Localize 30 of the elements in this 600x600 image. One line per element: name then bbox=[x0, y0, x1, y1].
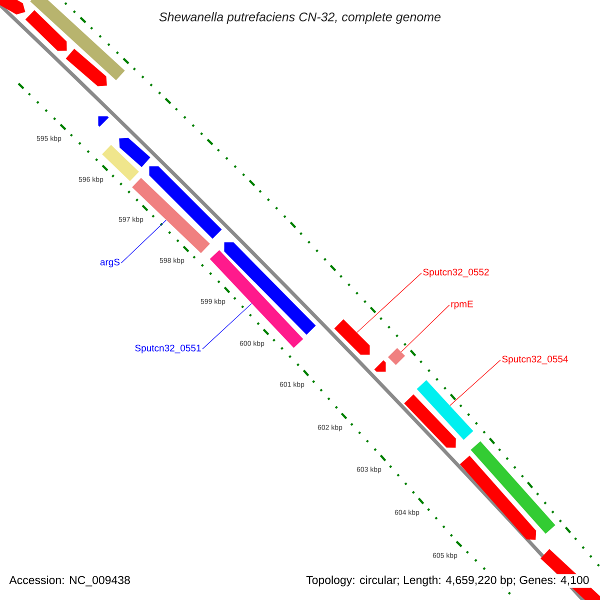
gene-feature bbox=[374, 360, 386, 372]
gene-feature bbox=[66, 48, 107, 86]
gene-label: argS bbox=[100, 258, 120, 268]
accession-text: Accession: NC_009438 bbox=[9, 576, 130, 586]
gene-feature bbox=[98, 116, 109, 127]
gene-feature bbox=[25, 10, 67, 51]
gene-label: Sputcn32_0551 bbox=[135, 344, 201, 354]
gene-feature bbox=[334, 319, 370, 355]
gene-feature bbox=[30, 0, 125, 80]
gene-feature bbox=[149, 166, 222, 239]
leader-line bbox=[450, 360, 501, 406]
leader-line bbox=[356, 272, 422, 333]
gene-feature bbox=[404, 394, 456, 448]
leader-line bbox=[401, 304, 450, 352]
gene-feature bbox=[416, 380, 474, 440]
gene-feature bbox=[460, 456, 536, 540]
title: Shewanella putrefaciens CN-32, complete genome bbox=[159, 12, 441, 24]
gene-feature bbox=[224, 242, 316, 335]
gene-label: Sputcn32_0554 bbox=[502, 356, 568, 364]
gene-feature bbox=[102, 144, 139, 182]
gene-feature bbox=[470, 441, 556, 534]
gene-feature bbox=[132, 178, 210, 254]
gene-feature bbox=[388, 348, 406, 366]
genome-info-text: Topology: circular; Length: 4,659,220 bp; Genes: 4,100 bbox=[304, 574, 591, 588]
gene-feature bbox=[119, 138, 150, 168]
leader-line bbox=[202, 303, 252, 350]
leader-line bbox=[120, 220, 166, 264]
gene-feature bbox=[0, 0, 26, 14]
gene-label: rpmE bbox=[451, 300, 473, 310]
gene-label: Sputcn32_0552 bbox=[423, 268, 489, 278]
